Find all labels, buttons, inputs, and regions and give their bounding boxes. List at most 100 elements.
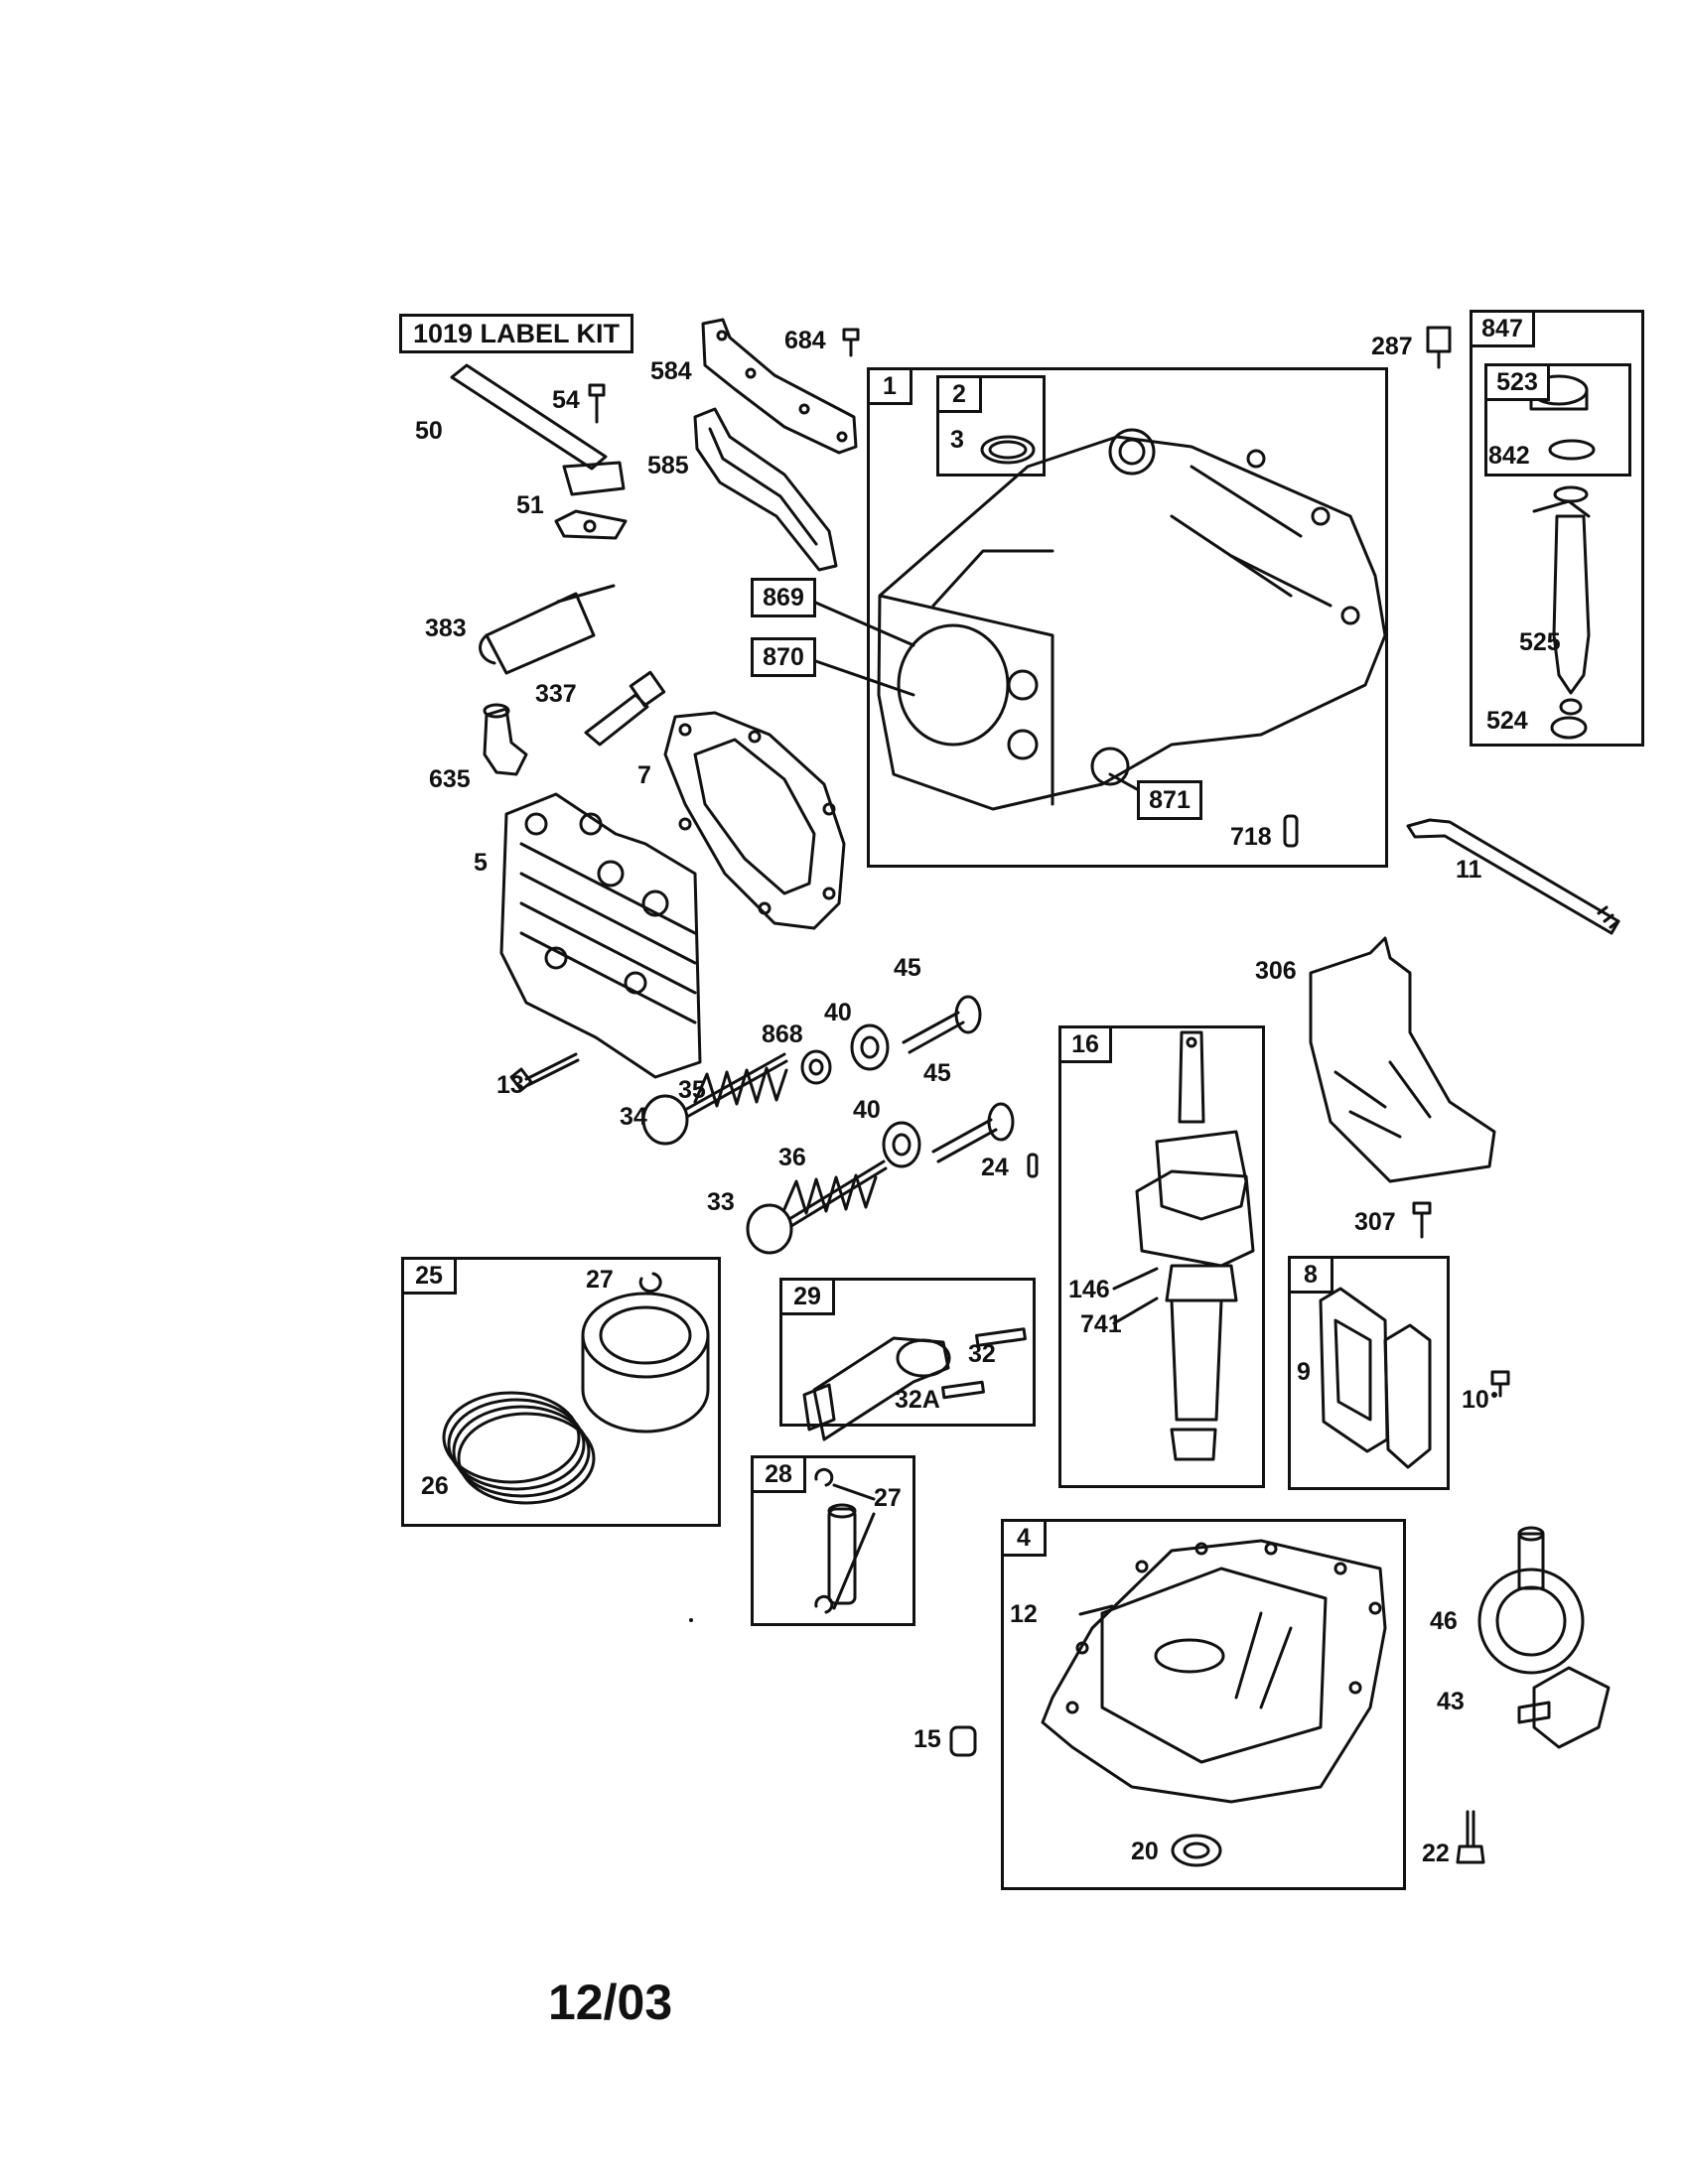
- callout-20: 20: [1131, 1838, 1159, 1865]
- callout-15: 15: [913, 1725, 941, 1753]
- callout-46: 46: [1430, 1607, 1458, 1635]
- callout-11: 11: [1456, 856, 1482, 884]
- ref-box-871: 871: [1137, 780, 1202, 820]
- rings-26-drawing: [442, 1391, 596, 1505]
- callout-45-upper: 45: [894, 954, 921, 982]
- group-tag-1: 1: [867, 367, 912, 405]
- seal-20-drawing: [1171, 1834, 1222, 1867]
- shield-306-drawing: [1309, 936, 1496, 1183]
- gasket-584-drawing: [701, 318, 858, 455]
- group-tag-28: 28: [751, 1455, 806, 1493]
- callout-27-pin: 27: [874, 1484, 902, 1512]
- group-tag-4: 4: [1001, 1519, 1047, 1557]
- callout-684: 684: [784, 327, 826, 354]
- callout-718: 718: [1230, 823, 1272, 851]
- callout-635: 635: [429, 765, 471, 793]
- callout-5: 5: [474, 849, 488, 877]
- callout-40-lower: 40: [853, 1096, 881, 1124]
- callout-383: 383: [425, 614, 467, 642]
- spark-plug-337-drawing: [584, 670, 666, 747]
- callout-34: 34: [620, 1103, 647, 1131]
- callout-50: 50: [415, 417, 443, 445]
- plug-15-drawing: [949, 1725, 977, 1757]
- screw-684-drawing: [842, 328, 860, 357]
- callout-306: 306: [1255, 957, 1297, 985]
- valve-34-drawing: [641, 1052, 788, 1146]
- ref-box-869: 869: [751, 578, 816, 617]
- group-tag-2: 2: [936, 375, 982, 413]
- callout-842: 842: [1488, 442, 1530, 470]
- group-tag-8: 8: [1288, 1256, 1333, 1294]
- retainer-40b-drawing: [882, 1121, 921, 1168]
- callout-26: 26: [421, 1472, 449, 1500]
- callout-32A: 32A: [895, 1386, 940, 1414]
- group-frame-29: [779, 1278, 1036, 1427]
- screw-54-drawing: [588, 383, 606, 424]
- callout-584: 584: [650, 357, 692, 385]
- group-frame-8: [1288, 1256, 1450, 1490]
- group-frame-4: [1001, 1519, 1406, 1890]
- retainer-40a-drawing: [850, 1024, 890, 1071]
- callout-741: 741: [1080, 1310, 1122, 1338]
- boot-635-drawing: [483, 703, 528, 776]
- crankshaft-drawing: [1135, 1030, 1255, 1461]
- callout-337: 337: [535, 680, 577, 708]
- group-tag-847: 847: [1470, 310, 1535, 347]
- sump-drawing: [1041, 1539, 1387, 1804]
- label-kit-title: 1019 LABEL KIT: [399, 314, 633, 353]
- spring-36-drawing: [782, 1173, 878, 1215]
- callout-585: 585: [647, 452, 689, 479]
- cam-gear-drawing: [1477, 1526, 1585, 1675]
- group-frame-523: [1484, 363, 1631, 477]
- oring-524-drawing: [1550, 716, 1588, 740]
- group-frame-847: [1470, 310, 1644, 747]
- callout-32: 32: [968, 1340, 996, 1368]
- callout-27-piston: 27: [586, 1266, 614, 1294]
- callout-12: 12: [1010, 1600, 1038, 1628]
- callout-307: 307: [1354, 1208, 1396, 1236]
- group-tag-29: 29: [779, 1278, 835, 1315]
- callout-54: 54: [552, 386, 580, 414]
- connecting-rod-drawing: [802, 1327, 1027, 1441]
- group-frame-1: [867, 367, 1388, 868]
- pin-24-drawing: [1027, 1153, 1039, 1178]
- bolt-22-drawing: [1456, 1810, 1485, 1864]
- seal-868-drawing: [800, 1049, 832, 1085]
- callout-40-upper: 40: [824, 999, 852, 1026]
- cover-drawing: [1383, 1323, 1432, 1469]
- callout-13: 13: [496, 1071, 524, 1099]
- screw-10-drawing: [1490, 1370, 1510, 1398]
- actuator-383-drawing: [479, 584, 616, 675]
- callout-24: 24: [981, 1154, 1009, 1181]
- callout-146: 146: [1068, 1276, 1110, 1303]
- clip-27a-drawing: [638, 1272, 662, 1294]
- engine-block-drawing: [877, 428, 1387, 811]
- callout-43: 43: [1437, 1688, 1465, 1715]
- tube-11-drawing: [1406, 818, 1620, 935]
- oring-3-drawing: [980, 435, 1036, 465]
- tube-50-drawing: [450, 363, 628, 540]
- callout-45-lower: 45: [923, 1059, 951, 1087]
- screw-307-drawing: [1412, 1201, 1432, 1239]
- spring-35-drawing: [693, 1066, 788, 1108]
- callout-9: 9: [1297, 1358, 1311, 1386]
- governor-43-drawing: [1517, 1666, 1611, 1749]
- callout-868: 868: [762, 1021, 803, 1048]
- fitting-287-drawing: [1426, 326, 1452, 369]
- group-tag-25: 25: [401, 1257, 457, 1295]
- ref-box-870: 870: [751, 637, 816, 677]
- callout-22: 22: [1422, 1840, 1450, 1867]
- callout-3: 3: [950, 426, 964, 454]
- bolt-13-drawing: [509, 1052, 580, 1092]
- callout-524: 524: [1486, 707, 1528, 735]
- tappet-45a-drawing: [902, 995, 982, 1054]
- callout-287: 287: [1371, 333, 1413, 360]
- clip-27b-drawing: [814, 1467, 834, 1614]
- callout-36: 36: [778, 1144, 806, 1171]
- callout-35: 35: [678, 1076, 706, 1104]
- callout-7: 7: [637, 761, 651, 789]
- callout-51: 51: [516, 491, 544, 519]
- callout-10: 10: [1462, 1386, 1489, 1414]
- pin-718-drawing: [1283, 814, 1299, 848]
